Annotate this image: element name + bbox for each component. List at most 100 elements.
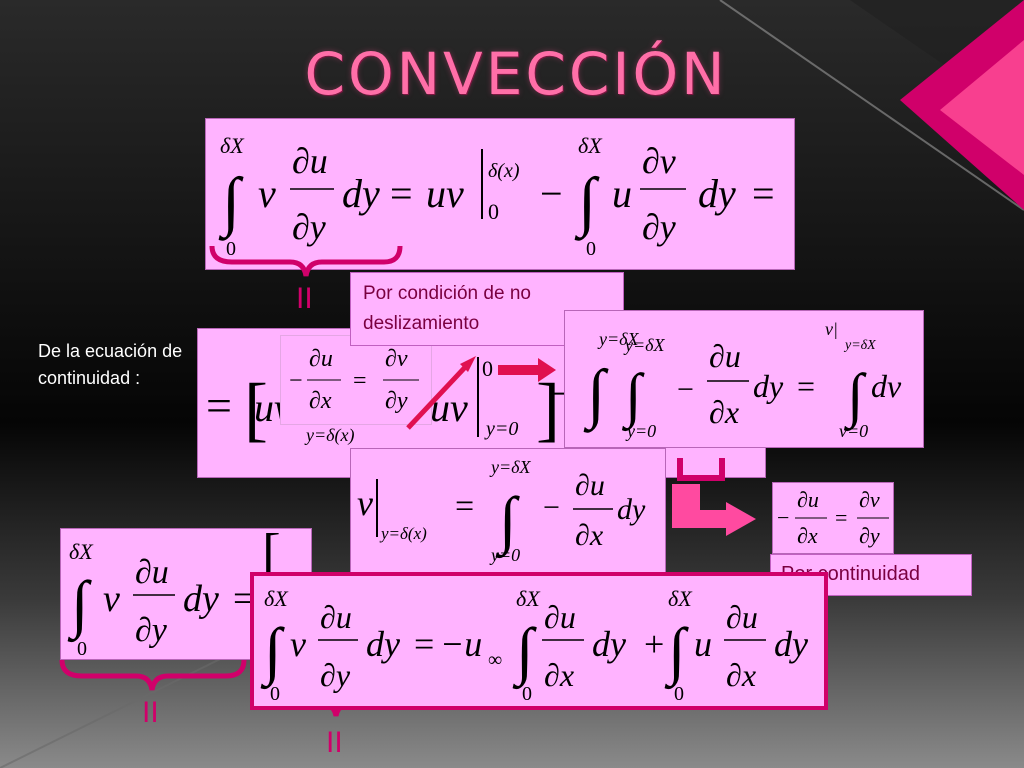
uv-2: uv [430,385,468,430]
equals: = [206,380,232,431]
equals-end: = [752,171,775,216]
minus: − [543,491,560,524]
integral-sign-2: ∫ [574,165,600,241]
partial-top-sub: y=δX [843,338,876,353]
equality-mark-2: II [142,696,159,729]
lower-limit-2: 0 [522,683,532,705]
lower-limit: y=0 [625,421,656,441]
upper-limit-inner: y=δX [623,335,666,355]
slide-title: CONVECCIÓN [304,40,728,108]
partial-top: v| [825,319,838,339]
continuity-fraction-box: − ∂u ∂x = ∂v ∂y [280,335,432,425]
lower-limit: 0 [270,683,280,705]
minus: − [777,505,789,530]
eval-upper: y=δ(x) [304,425,354,446]
equation-box-final: δX ∫ 0 v ∂u ∂y dy = −u ∞ δX ∫ 0 ∂u ∂x dy… [250,572,828,710]
dy-2: dy [698,171,736,216]
upper-limit-2: δX [578,133,603,158]
upper-limit: y=δX [489,457,532,477]
eval-lower: 0 [488,199,499,224]
frac-den: ∂y [135,612,168,649]
frac-den: ∂y [320,657,351,693]
continuity-label-line2: continuidad : [38,368,141,388]
frac-a-den: ∂x [309,388,332,414]
frac-3-num: ∂u [726,599,758,635]
note-line2: deslizamiento [363,313,480,334]
minus: − [677,373,694,406]
upper-limit: δX [264,586,289,611]
upper-limit: δX [220,133,245,158]
integral-sign-2: ∫ [844,362,867,432]
integral-sign: ∫ [495,484,520,559]
equation-box-right: y=δX ∫ y=δX ∫ y=0 − ∂u ∂x dy = v| y=δX ∫… [564,310,924,448]
dy: dy [366,624,400,664]
dv: dv [871,368,902,404]
continuity-fraction: − ∂u ∂x = ∂v ∂y [289,346,419,414]
integral-sign-2: ∫ [512,615,537,690]
partial-bracket: [ [262,526,292,582]
minus-u-inf: −u [440,624,482,664]
close-bracket: ] [536,369,560,449]
equation-bottom-left: δX ∫ 0 v ∂u ∂y dy = [67,539,254,660]
equation-final: δX ∫ 0 v ∂u ∂y dy = −u ∞ δX ∫ 0 ∂u ∂x dy… [260,586,808,705]
equation-box-small: − ∂u ∂x = ∂v ∂y [772,482,894,554]
v: v [103,578,120,620]
upper-limit-2: δX [516,586,541,611]
lower-limit-3: 0 [674,683,684,705]
equation-box-top: δX ∫ 0 v ∂u ∂y dy = uv δ(x) 0 − δX ∫ 0 u… [205,118,795,270]
note-line1: Por condición de no [363,283,531,304]
frac-b-den: ∂y [385,388,408,414]
dy-2: dy [592,624,626,664]
frac-a-num: ∂u [309,346,333,372]
frac-num: ∂u [320,599,352,635]
open-bracket: [ [244,369,268,449]
lower-limit: 0 [77,638,87,659]
frac-2-num: ∂v [642,141,676,181]
eval-upper: δ(x) [488,160,520,182]
frac-a-sign: − [289,368,303,394]
integral-sign-3: ∫ [664,615,689,690]
upper-limit: y=δX [597,329,640,349]
uv: uv [426,171,464,216]
frac-num: ∂u [575,469,605,502]
equals: = [455,488,474,525]
integrand-2: u [612,171,632,216]
integral-sign-inner: ∫ [622,362,645,432]
equals: = [835,505,847,530]
dy: dy [342,171,380,216]
frac-den: ∂x [575,519,604,552]
integral-sign: ∫ [218,165,244,241]
equals: = [414,624,434,664]
equation-small: − ∂u ∂x = ∂v ∂y [777,487,889,548]
frac-a-eq: = [353,368,367,394]
frac-b-num: ∂v [859,487,880,512]
u: u [694,624,712,664]
equation-v: v y=δ(x) = y=δX ∫ y=0 − ∂u ∂x dy [357,457,646,565]
frac-a-num: ∂u [797,487,819,512]
frac-2-den: ∂x [544,657,574,693]
dy: dy [617,493,646,526]
equation-top: δX ∫ 0 v ∂u ∂y dy = uv δ(x) 0 − δX ∫ 0 u… [218,133,775,260]
continuity-label-line1: De la ecuación de [38,341,183,361]
frac-b-num: ∂v [385,346,408,372]
dy: dy [183,578,219,620]
zero-result: 0 [482,356,493,381]
equals: = [390,171,413,216]
frac-den: ∂y [292,207,326,247]
frac-den: ∂x [709,394,739,430]
lower-limit: y=0 [489,545,520,565]
integral-sign: ∫ [67,568,92,643]
eval: y=δ(x) [379,524,427,543]
upper-limit-3: δX [668,586,693,611]
frac-b-den: ∂y [859,523,880,548]
lower-limit: 0 [226,238,236,260]
plus: + [644,624,664,664]
upper-limit: δX [69,539,94,564]
equals: = [797,368,815,404]
continuity-label: De la ecuación de continuidad : [38,338,182,392]
equals: = [233,578,254,620]
infinity: ∞ [488,649,502,671]
frac-num: ∂u [709,338,741,374]
frac-2-num: ∂u [544,599,576,635]
